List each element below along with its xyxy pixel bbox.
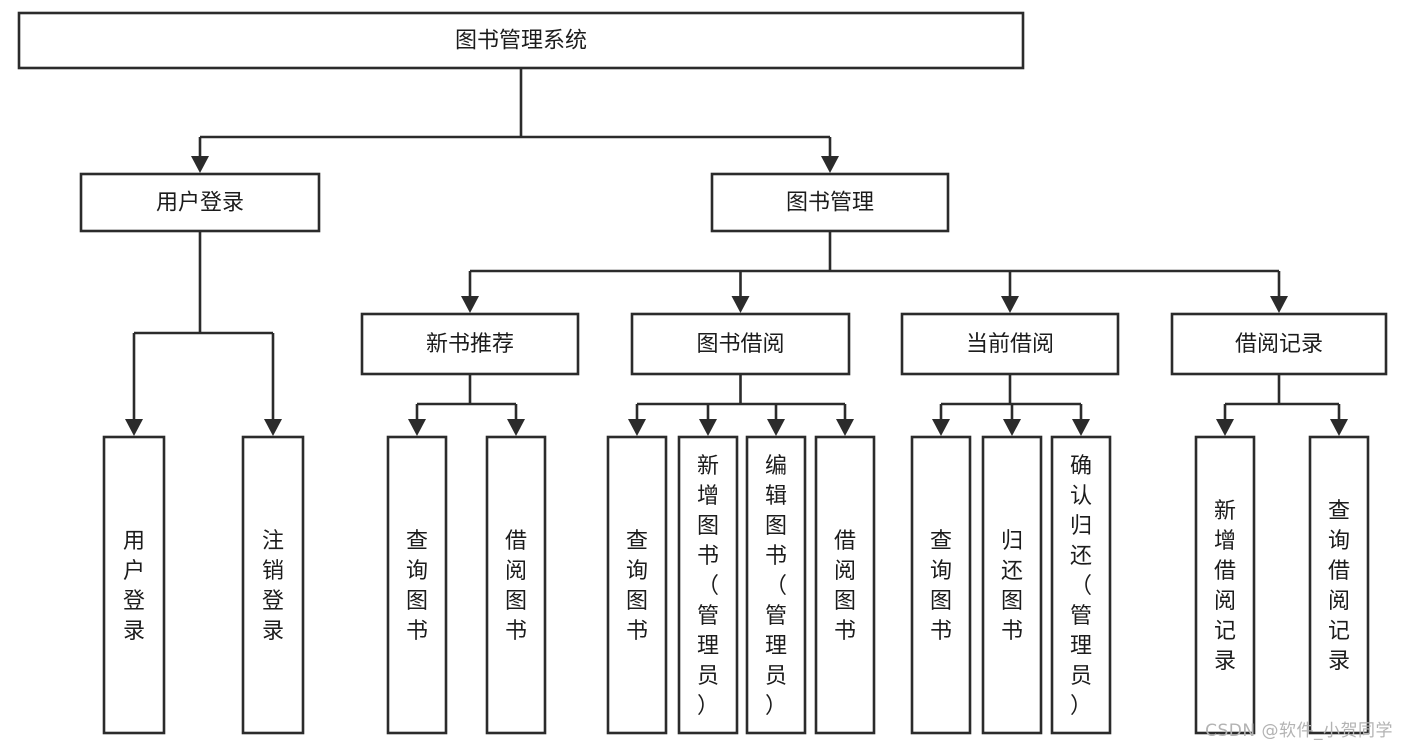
connector-group (1216, 374, 1348, 436)
node-label: 用户登录 (156, 191, 244, 216)
arrow-head-icon (461, 296, 479, 313)
node-label: 借阅图书 (834, 529, 856, 644)
node-rect (386, 435, 448, 735)
node-rect (1050, 435, 1112, 735)
arrow-head-icon (1270, 296, 1288, 313)
arrow-head-icon (1003, 419, 1021, 436)
connector-group (408, 374, 525, 436)
node-label: 借阅记录 (1235, 332, 1323, 357)
node-rect (17, 11, 1025, 70)
node-borrow-record[interactable]: 借阅记录 (1170, 312, 1388, 376)
arrow-head-icon (125, 419, 143, 436)
node-boxes-layer: 图书管理系统用户登录图书管理新书推荐图书借阅当前借阅借阅记录用户登录注销登录查询… (17, 11, 1388, 735)
node-root[interactable]: 图书管理系统 (17, 11, 1025, 70)
node-label: 归还图书 (1001, 529, 1023, 644)
connector-group (461, 231, 1288, 313)
node-rect (710, 172, 950, 233)
node-rect (677, 435, 739, 735)
connector-group (191, 68, 839, 173)
node-rect (981, 435, 1043, 735)
node-q-book-1[interactable]: 查询图书 (386, 435, 448, 735)
node-rect (485, 435, 547, 735)
node-label: 新书推荐 (426, 332, 514, 357)
node-label: 新增图书（管理员） (697, 454, 719, 719)
node-q-book-3[interactable]: 查询图书 (910, 435, 972, 735)
node-book-borrow[interactable]: 图书借阅 (630, 312, 851, 376)
node-label: 图书管理系统 (455, 29, 587, 54)
node-label: 查询借阅记录 (1328, 499, 1350, 674)
node-user-login[interactable]: 用户登录 (79, 172, 321, 233)
node-rect (606, 435, 668, 735)
arrow-head-icon (507, 419, 525, 436)
node-rect (360, 312, 580, 376)
node-label: 当前借阅 (966, 332, 1054, 357)
node-q-book-2[interactable]: 查询图书 (606, 435, 668, 735)
arrow-head-icon (932, 419, 950, 436)
node-rect (1308, 435, 1370, 735)
arrow-head-icon (1072, 419, 1090, 436)
arrow-head-icon (836, 419, 854, 436)
node-add-borrow-record[interactable]: 新增借阅记录 (1194, 435, 1256, 735)
node-label: 用户登录 (123, 529, 145, 644)
connector-group (628, 374, 854, 436)
node-label: 注销登录 (262, 529, 284, 644)
arrow-head-icon (699, 419, 717, 436)
node-label: 确认归还（管理员） (1070, 454, 1092, 719)
arrow-head-icon (264, 419, 282, 436)
node-return-book[interactable]: 归还图书 (981, 435, 1043, 735)
node-edit-book[interactable]: 编辑图书（管理员） (745, 435, 807, 735)
arrow-head-icon (767, 419, 785, 436)
arrow-head-icon (731, 296, 750, 313)
node-label: 编辑图书（管理员） (765, 454, 787, 719)
node-label: 新增借阅记录 (1214, 499, 1236, 674)
node-user-logout-action[interactable]: 注销登录 (241, 435, 305, 735)
node-confirm-return[interactable]: 确认归还（管理员） (1050, 435, 1112, 735)
node-rect (630, 312, 851, 376)
node-query-borrow-record[interactable]: 查询借阅记录 (1308, 435, 1370, 735)
connector-group (932, 374, 1090, 436)
node-label: 查询图书 (930, 529, 952, 644)
node-rect (79, 172, 321, 233)
connector-group (125, 231, 282, 436)
node-add-book[interactable]: 新增图书（管理员） (677, 435, 739, 735)
node-rect (1194, 435, 1256, 735)
node-rect (910, 435, 972, 735)
node-label: 借阅图书 (505, 529, 527, 644)
arrow-head-icon (1216, 419, 1234, 436)
node-borrow-book-1[interactable]: 借阅图书 (485, 435, 547, 735)
node-rect (102, 435, 166, 735)
node-rect (814, 435, 876, 735)
arrow-head-icon (821, 156, 839, 173)
node-rect (745, 435, 807, 735)
node-book-management[interactable]: 图书管理 (710, 172, 950, 233)
arrow-head-icon (408, 419, 426, 436)
node-borrow-book-2[interactable]: 借阅图书 (814, 435, 876, 735)
node-rect (1170, 312, 1388, 376)
node-current-borrow[interactable]: 当前借阅 (900, 312, 1120, 376)
node-label: 查询图书 (406, 529, 428, 644)
node-new-book-recommend[interactable]: 新书推荐 (360, 312, 580, 376)
node-label: 查询图书 (626, 529, 648, 644)
arrow-head-icon (1001, 296, 1019, 313)
node-rect (241, 435, 305, 735)
node-label: 图书管理 (786, 191, 874, 216)
arrow-head-icon (1330, 419, 1348, 436)
node-rect (900, 312, 1120, 376)
arrow-head-icon (191, 156, 209, 173)
arrow-head-icon (628, 419, 646, 436)
node-label: 图书借阅 (696, 332, 784, 357)
connector-lines-layer (125, 68, 1348, 436)
watermark-text: CSDN @软件_小贺同学 (1205, 721, 1393, 741)
node-user-login-action[interactable]: 用户登录 (102, 435, 166, 735)
